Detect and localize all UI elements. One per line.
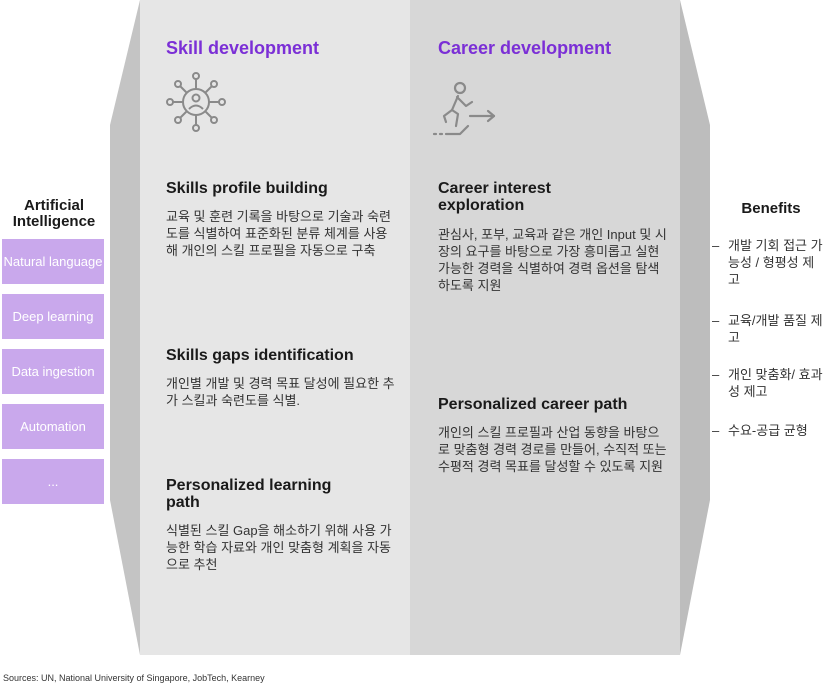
benefit-dash: –	[712, 313, 720, 328]
benefit-dash: –	[712, 238, 720, 253]
learning-path-title: Personalized learning path	[166, 477, 332, 511]
career-panel	[410, 0, 680, 655]
benefit-text: 수요-공급 균형	[728, 423, 808, 438]
benefits-title: Benefits	[741, 200, 801, 217]
ai-item-natural-language: Natural language	[2, 239, 104, 284]
benefit-item-access: – 개발 기회 접근 가능성 / 형평성 제고	[712, 237, 824, 288]
skills-profile-body: 교육 및 훈련 기록을 바탕으로 기술과 숙련도를 식별하여 표준화된 분류 체…	[166, 209, 391, 258]
ai-item-more: ...	[2, 459, 104, 504]
ai-title: Artificial Intelligence	[12, 197, 96, 230]
career-interest-title: Career interest exploration	[438, 180, 551, 214]
benefit-item-quality: – 교육/개발 품질 제고	[712, 312, 824, 346]
benefit-text: 개인 맞춤화/ 효과성 제고	[728, 367, 823, 399]
skills-profile-title: Skills profile building	[166, 180, 328, 197]
career-heading: Career development	[438, 38, 612, 58]
ai-item-data-ingestion: Data ingestion	[2, 349, 104, 394]
benefit-item-balance: – 수요-공급 균형	[712, 422, 824, 439]
right-bevel	[680, 0, 710, 655]
benefit-item-personalization: – 개인 맞춤화/ 효과성 제고	[712, 366, 824, 400]
climbing-stairs-icon	[432, 81, 496, 136]
benefit-text: 개발 기회 접근 가능성 / 형평성 제고	[728, 238, 823, 287]
source-note: Sources: UN, National University of Sing…	[3, 673, 265, 683]
skills-gaps-body: 개인별 개발 및 경력 목표 달성에 필요한 추가 스킬과 숙련도를 식별.	[166, 376, 395, 408]
benefit-dash: –	[712, 423, 720, 438]
benefit-dash: –	[712, 367, 720, 382]
ai-item-automation: Automation	[2, 404, 104, 449]
learning-path-body: 식별된 스킬 Gap을 해소하기 위해 사용 가능한 학습 자료와 개인 맞춤형…	[166, 523, 392, 572]
network-person-icon	[166, 72, 226, 132]
skill-heading: Skill development	[166, 38, 320, 58]
benefit-text: 교육/개발 품질 제고	[728, 313, 823, 345]
career-interest-body: 관심사, 포부, 교육과 같은 개인 Input 및 시장의 요구를 바탕으로 …	[438, 227, 667, 293]
career-path-title: Personalized career path	[438, 396, 628, 413]
career-path-body: 개인의 스킬 프로필과 산업 동향을 바탕으로 맞춤형 경력 경로를 만들어, …	[438, 425, 667, 474]
left-bevel	[110, 0, 140, 655]
skills-gaps-title: Skills gaps identification	[166, 347, 354, 364]
ai-item-deep-learning: Deep learning	[2, 294, 104, 339]
